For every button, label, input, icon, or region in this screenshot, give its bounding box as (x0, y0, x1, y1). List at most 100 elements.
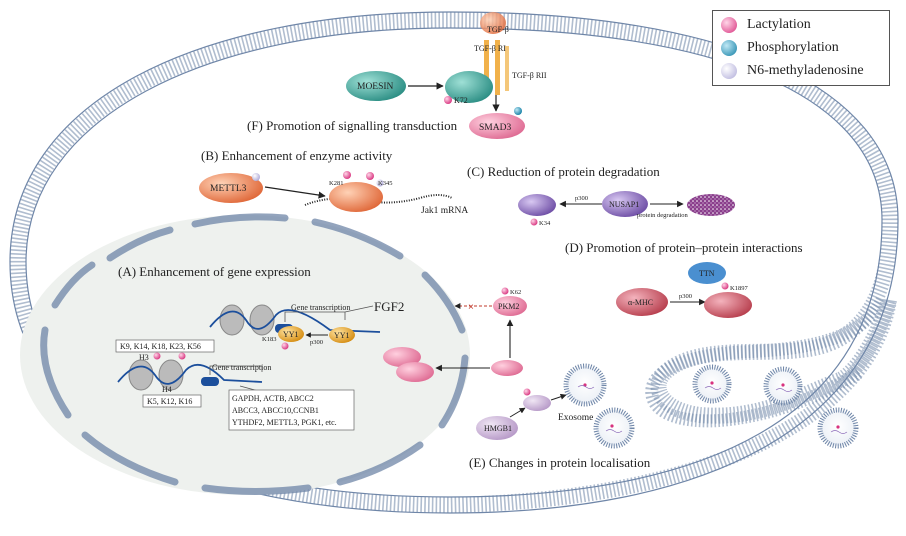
k183-lactylation-dot (281, 342, 289, 350)
exosome-vesicle-2 (593, 407, 635, 449)
nuclear-envelope (40, 213, 469, 495)
protein-degradation-label: protein degradation (637, 212, 688, 219)
h3-sites-box (115, 339, 215, 353)
k1897-lactylation-dot (721, 282, 729, 290)
section-a-title: (A) Enhancement of gene expression (118, 264, 311, 279)
k183-label: K183 (262, 336, 276, 343)
tgfb-r1-label: TGF-β RI (474, 44, 506, 53)
lactylated-hmgb1 (523, 395, 551, 411)
target-genes-box (228, 389, 355, 431)
fgf2-label: FGF2 (374, 299, 404, 314)
phosphorylation-dot-icon (721, 40, 737, 56)
genes-line-1: GAPDH, ACTB, ABCC2 (232, 394, 314, 403)
nucleosome-fgf2 (209, 304, 381, 336)
legend-item-phosphorylation: Phosphorylation (721, 38, 839, 58)
jak1-enzyme (329, 182, 383, 212)
mettl3-label: METTL3 (210, 184, 247, 194)
pkm2-protein (493, 296, 527, 316)
k34-label: K34 (539, 220, 551, 227)
smad3-phosphorylation-dot (514, 107, 522, 115)
k345-label: K345 (378, 180, 392, 187)
mettl3-m6a-dot (252, 173, 260, 181)
yy1-label-1: YY1 (283, 330, 299, 339)
nusap1-protein (602, 191, 648, 217)
section-d-title: (D) Promotion of protein–protein interac… (565, 240, 803, 255)
exosome-label: Exosome (558, 413, 593, 423)
tgfb-ligand: TGF-β (480, 12, 509, 34)
nuclear-pink-protein-1 (383, 347, 421, 367)
membrane-invagination (645, 296, 888, 428)
nucleosome-histone (117, 359, 263, 391)
p300-label-c: p300 (575, 195, 588, 202)
exosome-vesicle-3 (692, 364, 732, 404)
ttn-label: TTN (699, 269, 715, 278)
tgfb-label: TGF-β (487, 25, 509, 34)
gene-transcription-label-2: Gene transcription (212, 363, 271, 372)
mettl3-protein (199, 173, 263, 203)
hmgb1-protein (476, 416, 518, 440)
cytoplasmic-pink-protein (491, 360, 523, 376)
yy1-protein-2 (329, 327, 355, 343)
section-c-title: (C) Reduction of protein degradation (467, 164, 660, 179)
k72-lactylation-dot (444, 96, 452, 104)
k1897-label: K1897 (730, 285, 748, 292)
cell-membrane-inner (25, 27, 883, 498)
legend-item-lactylation: Lactylation (721, 15, 811, 35)
moesin-label: MOESIN (357, 82, 394, 92)
gene-transcription-label-1: Gene transcription (291, 303, 350, 312)
section-f-title: (F) Promotion of signalling transduction (247, 118, 458, 133)
hmgb1-label: HMGB1 (484, 424, 512, 433)
k281-label: K281 (329, 180, 343, 187)
cell-membrane-outer (9, 11, 899, 514)
k345-m6a-dot (376, 179, 384, 187)
p300-label-a: p300 (310, 339, 323, 346)
moesin-protein (346, 71, 406, 101)
legend-label-m6a: N6-methyladenosine (747, 63, 864, 78)
nusap1-label: NUSAP1 (609, 200, 639, 209)
h4-sites-label: K5, K12, K16 (147, 397, 192, 406)
h4-label: H4 (162, 385, 172, 394)
blocked-x-mark: × (468, 302, 474, 313)
m6a-dot-icon (721, 63, 737, 79)
tgfb-r2-label: TGF-β RII (512, 71, 547, 80)
h4-sites-box (142, 394, 202, 408)
k34-lactylation-dot (530, 218, 538, 226)
tgfb-r1-complex (445, 71, 493, 103)
genes-line-3: YTHDF2, METTL3, PGK1, etc. (232, 418, 337, 427)
h3-label: H3 (139, 353, 149, 362)
k62-label: K62 (510, 289, 521, 296)
arrow-fgf2-transcript (344, 305, 374, 313)
arrow-hmgb1-lactylated (509, 407, 526, 418)
h3-sites-label: K9, K14, K18, K23, K56 (120, 342, 201, 351)
nucleus (20, 215, 470, 495)
nuclear-pink-protein-2 (396, 362, 434, 382)
arrow-mettl3-jak1 (264, 186, 326, 199)
smad3-label: SMAD3 (479, 123, 511, 133)
alpha-mhc-label: α-MHC (628, 298, 653, 307)
arrow-hmgb1-exosome (550, 393, 567, 401)
exosome-vesicle-5 (817, 407, 859, 449)
genes-line-2: ABCC3, ABCC10,CCNB1 (232, 406, 319, 415)
jak1-mrna-label: Jak1 mRNA (421, 206, 468, 216)
mhc-ttn-complex (704, 292, 752, 318)
section-b-title: (B) Enhancement of enzyme activity (201, 148, 393, 163)
hmgb1-lactylation-dot (523, 388, 531, 396)
ttn-protein (688, 262, 726, 284)
alpha-mhc-protein (616, 288, 668, 316)
pol2-histone (201, 377, 219, 386)
lactylation-dot-icon (721, 17, 737, 33)
legend-item-m6a: N6-methyladenosine (721, 61, 864, 81)
tgfb-receptor (484, 40, 509, 95)
legend-label-phosphorylation: Phosphorylation (747, 40, 839, 55)
k34-substrate-protein (518, 194, 556, 216)
degraded-protein (687, 194, 735, 216)
histone-transcription-bracket (209, 365, 263, 375)
k62-lactylation-dot (501, 287, 509, 295)
yy1-label-2: YY1 (334, 331, 350, 340)
exosome-vesicle-1 (563, 363, 607, 407)
exosome-vesicle-4 (763, 366, 803, 406)
legend: Lactylation Phosphorylation N6-methylade… (712, 10, 890, 86)
k281-lactylation-dot (343, 171, 351, 179)
legend-label-lactylation: Lactylation (747, 17, 811, 32)
